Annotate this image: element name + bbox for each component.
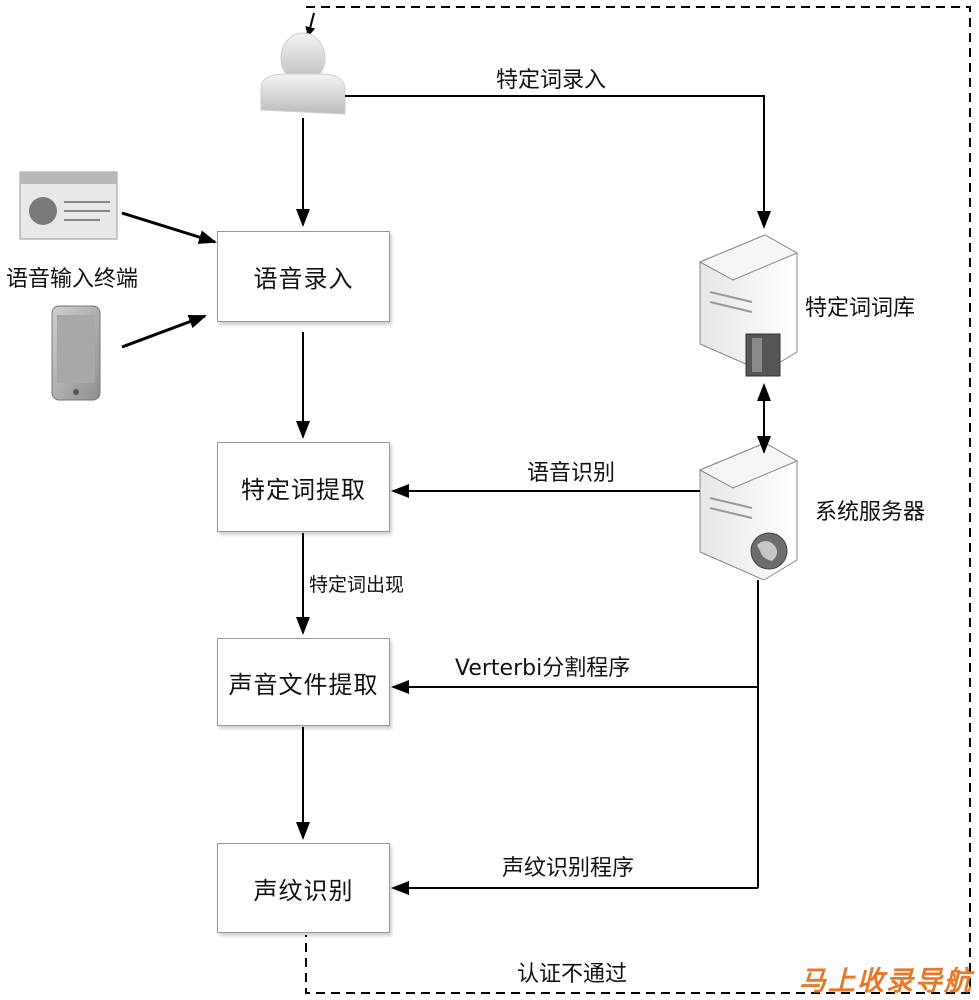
system-server-label: 系统服务器 <box>815 500 926 525</box>
voiceprint-recognition-label: 声纹识别 <box>253 876 354 905</box>
speech-recognition-label: 语音识别 <box>527 461 616 486</box>
voice-input-label: 语音录入 <box>253 265 354 293</box>
watermark-logo: 马上收录导航 <box>799 966 973 997</box>
voice-input-box: 语音录入 <box>217 231 390 322</box>
keyword-entry-label: 特定词录入 <box>496 68 607 93</box>
keyword-extract-label: 特定词提取 <box>241 475 366 504</box>
voiceprint-program-label: 声纹识别程序 <box>502 856 635 881</box>
auth-failed-label: 认证不通过 <box>517 962 628 987</box>
keyword-library-server-icon <box>698 234 799 377</box>
user-icon <box>260 32 346 115</box>
arrow-user-to-library <box>345 95 771 229</box>
mobile-phone-icon <box>51 305 101 401</box>
keyword-extract-box: 特定词提取 <box>217 442 390 532</box>
system-server-icon <box>698 442 799 581</box>
segmentation-label: Verterbi分割程序 <box>455 656 631 681</box>
arrow-phone-to-voice-input <box>121 314 207 349</box>
browser-window-icon <box>19 171 118 240</box>
entry-arrow <box>305 12 316 37</box>
keyword-appears-label: 特定词出现 <box>309 574 405 596</box>
terminal-label: 语音输入终端 <box>6 267 139 292</box>
dashed-boundary <box>305 6 971 994</box>
keyword-library-label: 特定词词库 <box>805 296 916 321</box>
audio-file-extract-label: 声音文件提取 <box>228 670 379 699</box>
arrow-browser-to-voice-input <box>121 211 217 244</box>
audio-file-extract-box: 声音文件提取 <box>217 638 390 726</box>
voiceprint-recognition-box: 声纹识别 <box>217 843 390 933</box>
